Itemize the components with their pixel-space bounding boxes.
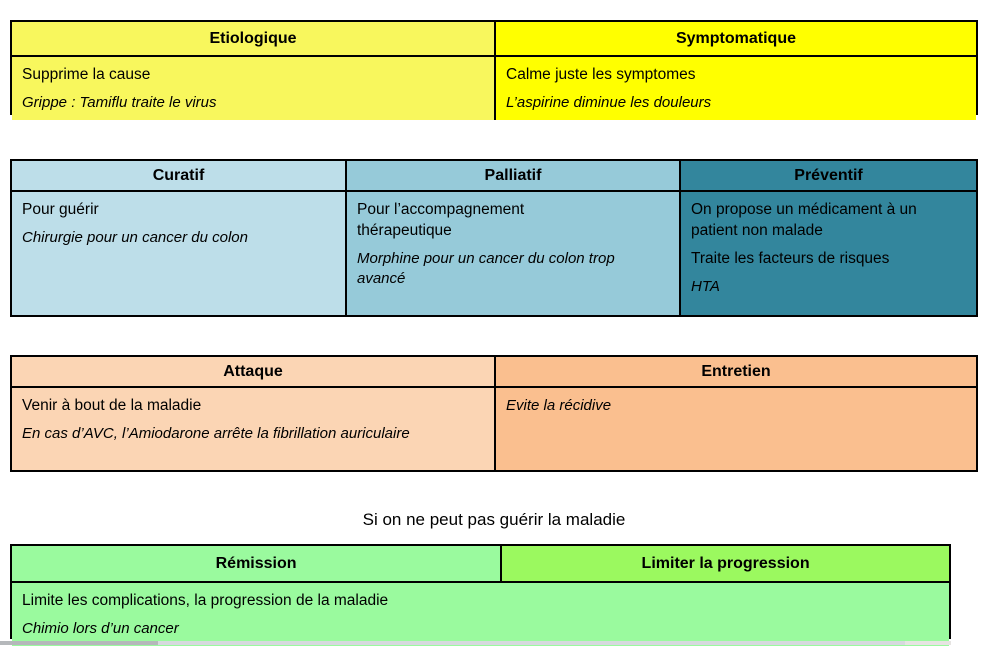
table-curatif-palliatif-preventif: Curatif Palliatif Préventif Pour guérir … bbox=[10, 159, 978, 317]
cell-preventif-body: On propose un médicament à un patient no… bbox=[679, 192, 976, 315]
header-symptomatique: Symptomatique bbox=[494, 22, 976, 57]
cell-attaque-body: Venir à bout de la maladie En cas d’AVC,… bbox=[12, 388, 494, 470]
header-remission: Rémission bbox=[12, 546, 501, 583]
bottom-strip-segment bbox=[0, 641, 158, 645]
table-remission-progression: Rémission Limiter la progression Limite … bbox=[10, 544, 951, 646]
etiologique-example: Grippe : Tamiflu traite le virus bbox=[22, 93, 217, 111]
palliatif-description: Pour l’accompagnement thérapeutique bbox=[357, 201, 525, 239]
preventif-example: HTA bbox=[691, 277, 720, 295]
etiologique-description: Supprime la cause bbox=[22, 66, 151, 83]
header-curatif-label: Curatif bbox=[152, 166, 205, 184]
caption-si-on-ne-peut-pas-guerir: Si on ne peut pas guérir la maladie bbox=[362, 510, 626, 529]
table-attaque-entretien: Attaque Entretien Venir à bout de la mal… bbox=[10, 355, 978, 472]
entretien-example: Evite la récidive bbox=[506, 397, 612, 414]
cell-symptomatique-body: Calme juste les symptomes L’aspirine dim… bbox=[494, 57, 976, 121]
bottom-strip-segment bbox=[158, 641, 905, 645]
bottom-edge-strip bbox=[0, 641, 988, 645]
header-attaque-label: Attaque bbox=[223, 362, 283, 380]
header-etiologique: Etiologique bbox=[12, 22, 494, 57]
attaque-description: Venir à bout de la maladie bbox=[22, 397, 202, 414]
table-etiologique-symptomatique: Etiologique Symptomatique Supprime la ca… bbox=[10, 20, 978, 121]
preventif-description-1: On propose un médicament à un patient no… bbox=[691, 201, 917, 239]
remission-description: Limite les complications, la progression… bbox=[22, 592, 389, 609]
attaque-example: En cas d’AVC, l’Amiodarone arrête la fib… bbox=[22, 424, 410, 442]
symptomatique-description: Calme juste les symptomes bbox=[506, 66, 696, 83]
remission-example: Chimio lors d’un cancer bbox=[22, 619, 179, 637]
header-palliatif-label: Palliatif bbox=[484, 166, 542, 184]
curatif-example: Chirurgie pour un cancer du colon bbox=[22, 228, 248, 246]
header-entretien: Entretien bbox=[494, 357, 976, 388]
header-etiologique-label: Etiologique bbox=[209, 29, 297, 47]
header-entretien-label: Entretien bbox=[701, 362, 771, 380]
header-limiter-progression-label: Limiter la progression bbox=[641, 554, 810, 572]
bottom-strip-segment bbox=[951, 641, 988, 645]
header-curatif: Curatif bbox=[12, 161, 345, 192]
header-remission-label: Rémission bbox=[215, 554, 297, 572]
header-attaque: Attaque bbox=[12, 357, 494, 388]
curatif-description: Pour guérir bbox=[22, 201, 99, 218]
preventif-description-2: Traite les facteurs de risques bbox=[691, 249, 890, 267]
header-symptomatique-label: Symptomatique bbox=[675, 29, 796, 47]
cell-entretien-body: Evite la récidive bbox=[494, 388, 976, 470]
palliatif-example: Morphine pour un cancer du colon trop av… bbox=[357, 249, 615, 288]
cell-etiologique-body: Supprime la cause Grippe : Tamiflu trait… bbox=[12, 57, 494, 121]
cell-curatif-body: Pour guérir Chirurgie pour un cancer du … bbox=[12, 192, 345, 315]
cell-palliatif-body: Pour l’accompagnement thérapeutique Morp… bbox=[345, 192, 679, 315]
header-preventif-label: Préventif bbox=[794, 166, 863, 184]
bottom-strip-segment bbox=[905, 641, 951, 645]
header-limiter-progression: Limiter la progression bbox=[500, 546, 949, 583]
symptomatique-example: L’aspirine diminue les douleurs bbox=[506, 93, 712, 111]
header-palliatif: Palliatif bbox=[345, 161, 679, 192]
cell-remission-body: Limite les complications, la progression… bbox=[12, 583, 949, 646]
header-preventif: Préventif bbox=[679, 161, 976, 192]
